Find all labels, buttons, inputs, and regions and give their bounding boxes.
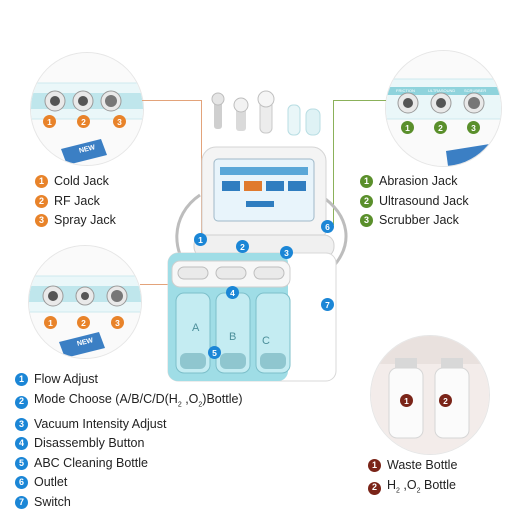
zoom-num-3: 3 xyxy=(113,115,126,128)
list-item: 4 Disassembly Button xyxy=(15,434,243,454)
list-item: 3 Spray Jack xyxy=(35,211,116,231)
list-item: 3 Scrubber Jack xyxy=(360,211,469,231)
port-label: SCRUBBER xyxy=(464,88,487,93)
bottle-label: H2 ,O2 Bottle xyxy=(387,476,456,501)
bottle-zoom-num-2: 2 xyxy=(439,394,452,407)
jack-panel-illustration xyxy=(29,246,141,358)
zoom-num-3: 3 xyxy=(111,316,124,329)
machine-callout-3: 3 xyxy=(280,246,293,259)
number-badge: 2 xyxy=(360,194,373,208)
machine-callout-2: 2 xyxy=(236,240,249,253)
machine-callout-7: 7 xyxy=(321,298,334,311)
jack-label: Abrasion Jack xyxy=(379,174,458,188)
subscript: 2 xyxy=(416,487,421,494)
bottles-illustration xyxy=(371,336,489,454)
bottle-zoom: 1 2 xyxy=(370,335,490,455)
list-item: 2 RF Jack xyxy=(35,192,116,212)
bottle-zoom-num-1: 1 xyxy=(400,394,413,407)
number-badge: 3 xyxy=(35,214,48,228)
list-item: 1 Waste Bottle xyxy=(368,456,457,476)
subscript: 2 xyxy=(177,401,182,408)
port-label: FRICTION xyxy=(396,88,415,93)
machine-callout-6: 6 xyxy=(321,220,334,233)
label-part: Mode Choose (A/B/C/D(H xyxy=(34,391,178,406)
machine-callout-4: 4 xyxy=(226,286,239,299)
label-part: )Bottle) xyxy=(202,391,243,406)
zoom-num-3: 3 xyxy=(467,121,480,134)
callout-line xyxy=(333,100,334,225)
label-part: ,O xyxy=(181,391,199,406)
jack-label: Scrubber Jack xyxy=(379,213,459,227)
callout-line xyxy=(142,100,202,101)
zoom-num-1: 1 xyxy=(44,316,57,329)
machine-callout-5: 5 xyxy=(208,346,221,359)
feature-label: Vacuum Intensity Adjust xyxy=(34,416,167,431)
feature-label: Mode Choose (A/B/C/D(H2 ,O2)Bottle) xyxy=(34,390,243,415)
jack-panel-illustration xyxy=(386,51,501,166)
jack-zoom-mid-left: 1 2 3 NEW xyxy=(28,245,142,359)
label-part: H xyxy=(387,477,397,492)
jack-label: Ultrasound Jack xyxy=(379,193,469,208)
callout-line xyxy=(140,284,195,285)
list-item: 6 Outlet xyxy=(15,473,243,493)
jack-label: Spray Jack xyxy=(54,213,116,227)
feature-label: Outlet xyxy=(34,475,68,489)
number-badge: 3 xyxy=(360,214,373,228)
bottle-label-c: C xyxy=(262,335,270,347)
bottle-label-a: A xyxy=(192,322,200,334)
list-item: 5 ABC Cleaning Bottle xyxy=(15,454,243,474)
jack-zoom-top-right: FRICTION ULTRASOUND SCRUBBER 1 2 3 xyxy=(385,50,502,167)
port-label: ULTRASOUND xyxy=(428,88,456,93)
jack-panel-illustration xyxy=(31,53,143,165)
list-item: 2 H2 ,O2 Bottle xyxy=(368,476,457,501)
number-badge: 1 xyxy=(15,373,28,387)
list-item: 1 Flow Adjust xyxy=(15,370,243,390)
number-badge: 2 xyxy=(15,395,28,409)
list-item: 1 Cold Jack xyxy=(35,172,116,192)
list-item: 3 Vacuum Intensity Adjust xyxy=(15,415,243,435)
number-badge: 2 xyxy=(368,481,381,495)
list-item: 2 Mode Choose (A/B/C/D(H2 ,O2)Bottle) xyxy=(15,390,243,415)
list-item: 2 Ultrasound Jack xyxy=(360,192,469,212)
bottle-label-b: B xyxy=(229,331,237,343)
bottle-label: Waste Bottle xyxy=(387,458,458,472)
zoom-num-2: 2 xyxy=(77,115,90,128)
feature-list: 1 Flow Adjust 2 Mode Choose (A/B/C/D(H2 … xyxy=(15,370,243,512)
zoom-num-1: 1 xyxy=(43,115,56,128)
list-item: 1 Abrasion Jack xyxy=(360,172,469,192)
number-badge: 6 xyxy=(15,476,28,490)
number-badge: 2 xyxy=(35,194,48,208)
number-badge: 7 xyxy=(15,495,28,509)
subscript: 2 xyxy=(198,401,203,408)
jack-zoom-top-left: 1 2 3 NEW xyxy=(30,52,144,166)
feature-label: Disassembly Button xyxy=(34,436,145,450)
number-badge: 5 xyxy=(15,456,28,470)
jack-label: Cold Jack xyxy=(54,174,109,188)
beauty-machine-illustration xyxy=(167,90,348,382)
zoom-num-2: 2 xyxy=(434,121,447,134)
label-part: Bottle xyxy=(420,477,456,492)
number-badge: 4 xyxy=(15,437,28,451)
feature-label: Flow Adjust xyxy=(34,372,98,386)
right-jack-list: 1 Abrasion Jack 2 Ultrasound Jack 3 Scru… xyxy=(360,172,469,231)
jack-label: RF Jack xyxy=(54,193,100,208)
zoom-num-2: 2 xyxy=(77,316,90,329)
number-badge: 1 xyxy=(368,459,381,473)
number-badge: 1 xyxy=(360,175,373,189)
list-item: 7 Switch xyxy=(15,493,243,513)
feature-label: ABC Cleaning Bottle xyxy=(34,455,148,470)
label-part: ,O xyxy=(399,477,417,492)
zoom-num-1: 1 xyxy=(401,121,414,134)
number-badge: 3 xyxy=(15,417,28,431)
bottle-list: 1 Waste Bottle 2 H2 ,O2 Bottle xyxy=(368,456,457,501)
subscript: 2 xyxy=(396,487,400,494)
machine-callout-1: 1 xyxy=(194,233,207,246)
left-jack-list: 1 Cold Jack 2 RF Jack 3 Spray Jack xyxy=(35,172,116,231)
feature-label: Switch xyxy=(34,494,71,509)
number-badge: 1 xyxy=(35,175,48,189)
callout-line xyxy=(333,100,386,101)
